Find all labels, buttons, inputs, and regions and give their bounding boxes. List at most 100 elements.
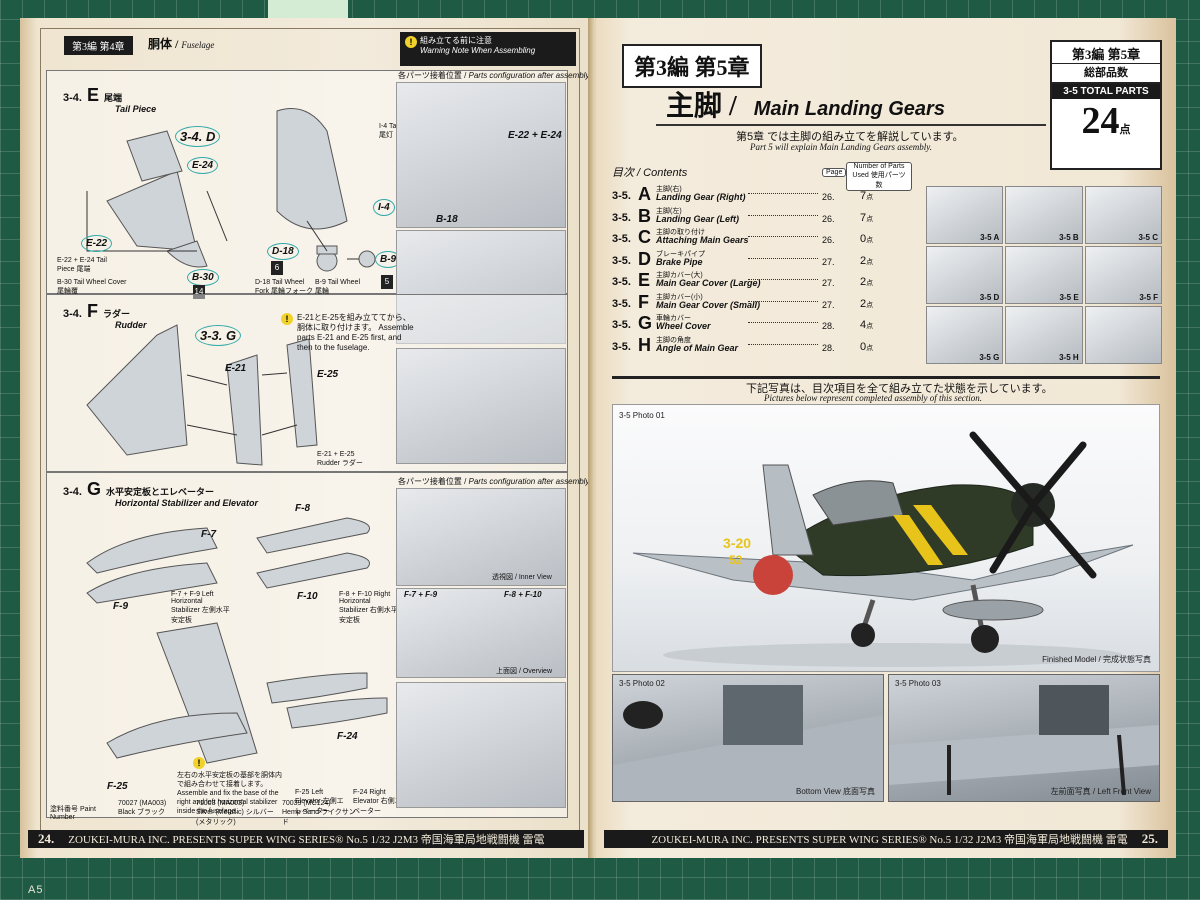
section2-jp: 下記写真は、目次項目を全て組み立てた状態を示しています。 xyxy=(746,383,1053,395)
toc-count: 0点 xyxy=(860,340,874,353)
paint-legend-label: 塗料番号 Paint Number xyxy=(50,806,96,821)
part-label-g-ref: 3-3. G xyxy=(195,325,242,346)
step-f-section: 3-4. F ラダー Rudder 3-3. G E-21 E-25 E-21 … xyxy=(46,294,568,472)
caption-tail-wheel-cover: B-30 Tail Wheel Cover 尾輪覆 xyxy=(57,279,127,295)
right-footer-text: ZOUKEI-MURA INC. PRESENTS SUPER WING SER… xyxy=(651,834,1128,846)
toc-count: 4点 xyxy=(860,319,874,331)
toc-title-en: Attaching Main Gears xyxy=(656,235,749,245)
part-label-f10: F-10 xyxy=(297,591,318,602)
toc-title-en: Main Gear Cover (Small) xyxy=(656,299,761,310)
toc-count: 2点 xyxy=(860,276,874,288)
toc-code: 3-5. xyxy=(612,319,631,331)
thumbnail-label: 3-5 G xyxy=(979,353,1000,362)
total-box-count: 24点 xyxy=(1081,100,1131,142)
toc-code: 3-5. xyxy=(612,233,631,245)
part-label-f24: F-24 xyxy=(337,731,358,742)
toc-title-jp: 主脚の角度 xyxy=(656,336,691,344)
left-footer: 24. ZOUKEI-MURA INC. PRESENTS SUPER WING… xyxy=(28,830,584,848)
toc-page: 27. xyxy=(822,278,835,288)
thumbnail-photo: 3-5 G xyxy=(926,306,1004,364)
paint-chip-14: 14 xyxy=(193,285,205,299)
thumbnail-photo: 3-5 C xyxy=(1084,186,1162,244)
main-title-en: Main Landing Gears xyxy=(753,98,945,120)
total-parts-box: 第3編 第5章 総部品数 3-5 TOTAL PARTS 24点 xyxy=(1050,40,1162,170)
toc-title-en: Brake Pipe xyxy=(656,256,703,267)
toc-letter: D xyxy=(638,248,651,269)
toc-count: 7点 xyxy=(860,211,874,224)
count-column-head: Number of Parts Used 使用パーツ数 xyxy=(846,162,912,191)
photo-tail-finished xyxy=(396,682,566,808)
thumbnail-photo: 3-5 H xyxy=(1005,306,1083,364)
photo-tail-assembled-2 xyxy=(396,230,566,344)
photo2-caption: Bottom View 底面写真 xyxy=(796,787,875,796)
toc-letter: B xyxy=(638,205,651,226)
left-page-number: 24. xyxy=(38,831,55,846)
toc-letter: C xyxy=(638,227,651,247)
toc-leader xyxy=(748,343,818,345)
thumbnail-photo: 3-5 E xyxy=(1005,246,1083,304)
toc-code: 3-5. xyxy=(612,340,631,353)
intro-en: Part 5 will explain Main Landing Gears a… xyxy=(750,142,932,152)
photo-stab-inner-view xyxy=(396,488,566,586)
paint-item-6: 71003 (MA003)Silver (Metallic) シルバー(メタリッ… xyxy=(196,800,274,826)
part-label-e21: E-21 xyxy=(225,363,247,374)
caption-inner-view: 透視図 / Inner View xyxy=(492,574,552,581)
photo1-label: 3-5 Photo 01 xyxy=(619,411,665,420)
toc-page: 26. xyxy=(822,192,835,202)
right-page: 第3編 第5章 主脚 / Main Landing Gears 第5章 では主脚… xyxy=(596,18,1176,858)
paint-item-14: 70039 (MC124)Hemp Sand ライクサンド xyxy=(282,800,356,826)
toc-leader xyxy=(748,193,818,194)
photo3-caption: 左前面写真 / Left Front View xyxy=(1050,787,1151,796)
photo-bottom-view: 3-5 Photo 02 Bottom View 底面写真 xyxy=(612,674,884,802)
toc-title-jp: 主脚の取り付け xyxy=(656,229,705,236)
part-label-b18: B-18 xyxy=(436,214,458,225)
toc-title-jp: 主脚(左) xyxy=(656,207,682,215)
warning-en: Warning Note When Assembling xyxy=(420,46,536,55)
title-underline xyxy=(656,124,1046,126)
photo-finished-model: 3-5 Photo 01 3-20 52 Finished Model / 完成… xyxy=(612,404,1160,672)
thumbnail-photo: 3-5 F xyxy=(1084,246,1162,304)
stab-note: 左右の水平安定板の基部を胴体内で組み合わせて接着します。 Assemble an… xyxy=(177,772,282,815)
rudder-diagram xyxy=(86,324,318,466)
thumbnail-photo: 3-5 D xyxy=(926,246,1004,304)
toc-title-jp: 主脚カバー(大) xyxy=(656,272,703,279)
chapter-head: 第3編 第5章 xyxy=(622,44,762,88)
section2-en: Pictures below represent completed assem… xyxy=(764,393,982,403)
part-label-b30: B-30 xyxy=(187,269,219,286)
left-page: 第3編 第4章 胴体 / Fuselage ! 組み立てる前に注意 Warnin… xyxy=(20,18,592,858)
toc-code: 3-5. xyxy=(612,190,631,202)
toc-title-en: Main Gear Cover (Large) xyxy=(656,278,761,288)
toc-code: 3-5. xyxy=(612,276,631,288)
toc-title-jp: 車輪カバー xyxy=(656,315,691,322)
toc-letter: H xyxy=(638,334,651,355)
front-view-illustration xyxy=(889,685,1159,796)
part-label-f7f9: F-7 + F-9 xyxy=(404,590,438,599)
caption-tail-wheel: B-9 Tail Wheel 尾輪 xyxy=(315,279,361,295)
photo1-caption: Finished Model / 完成状態写真 xyxy=(1042,655,1151,664)
thumbnail-photo xyxy=(1084,306,1162,364)
paint-chip-5: 5 xyxy=(381,275,393,289)
parts-config-label-2: 各パーツ接着位置 / Parts configuration after ass… xyxy=(398,477,592,486)
paint-item-5: 70027 (MA003)Black ブラック xyxy=(118,800,167,816)
photo-stab-overview xyxy=(396,588,566,678)
caption-tail-piece: E-22 + E-24 Tail Piece 尾端 xyxy=(57,257,107,273)
part-label-f7: F-7 xyxy=(201,529,216,540)
photo-left-front-view: 3-5 Photo 03 左前面写真 / Left Front View xyxy=(888,674,1160,802)
aircraft-marking-2: 52 xyxy=(729,553,743,567)
toc-leader xyxy=(748,300,818,302)
toc-page: 28. xyxy=(822,342,835,353)
toc-title-en: Angle of Main Gear xyxy=(656,342,739,353)
chapter-tag: 第3編 第4章 xyxy=(64,36,133,55)
toc-leader xyxy=(748,279,818,280)
warning-icon: ! xyxy=(405,36,417,48)
warning-note: ! 組み立てる前に注意 Warning Note When Assembling xyxy=(400,32,576,66)
total-box-chapter: 第3編 第5章 xyxy=(1052,42,1160,64)
caption-left-stab: F-7 + F-9 Left Horizontal Stabilizer 左側水… xyxy=(171,591,230,624)
stabilizer-diagram xyxy=(86,517,388,764)
toc-title-en: Landing Gear (Right) xyxy=(656,192,746,202)
part-label-d-ref: 3-4. D xyxy=(175,126,221,147)
right-page-number: 25. xyxy=(1141,831,1158,846)
